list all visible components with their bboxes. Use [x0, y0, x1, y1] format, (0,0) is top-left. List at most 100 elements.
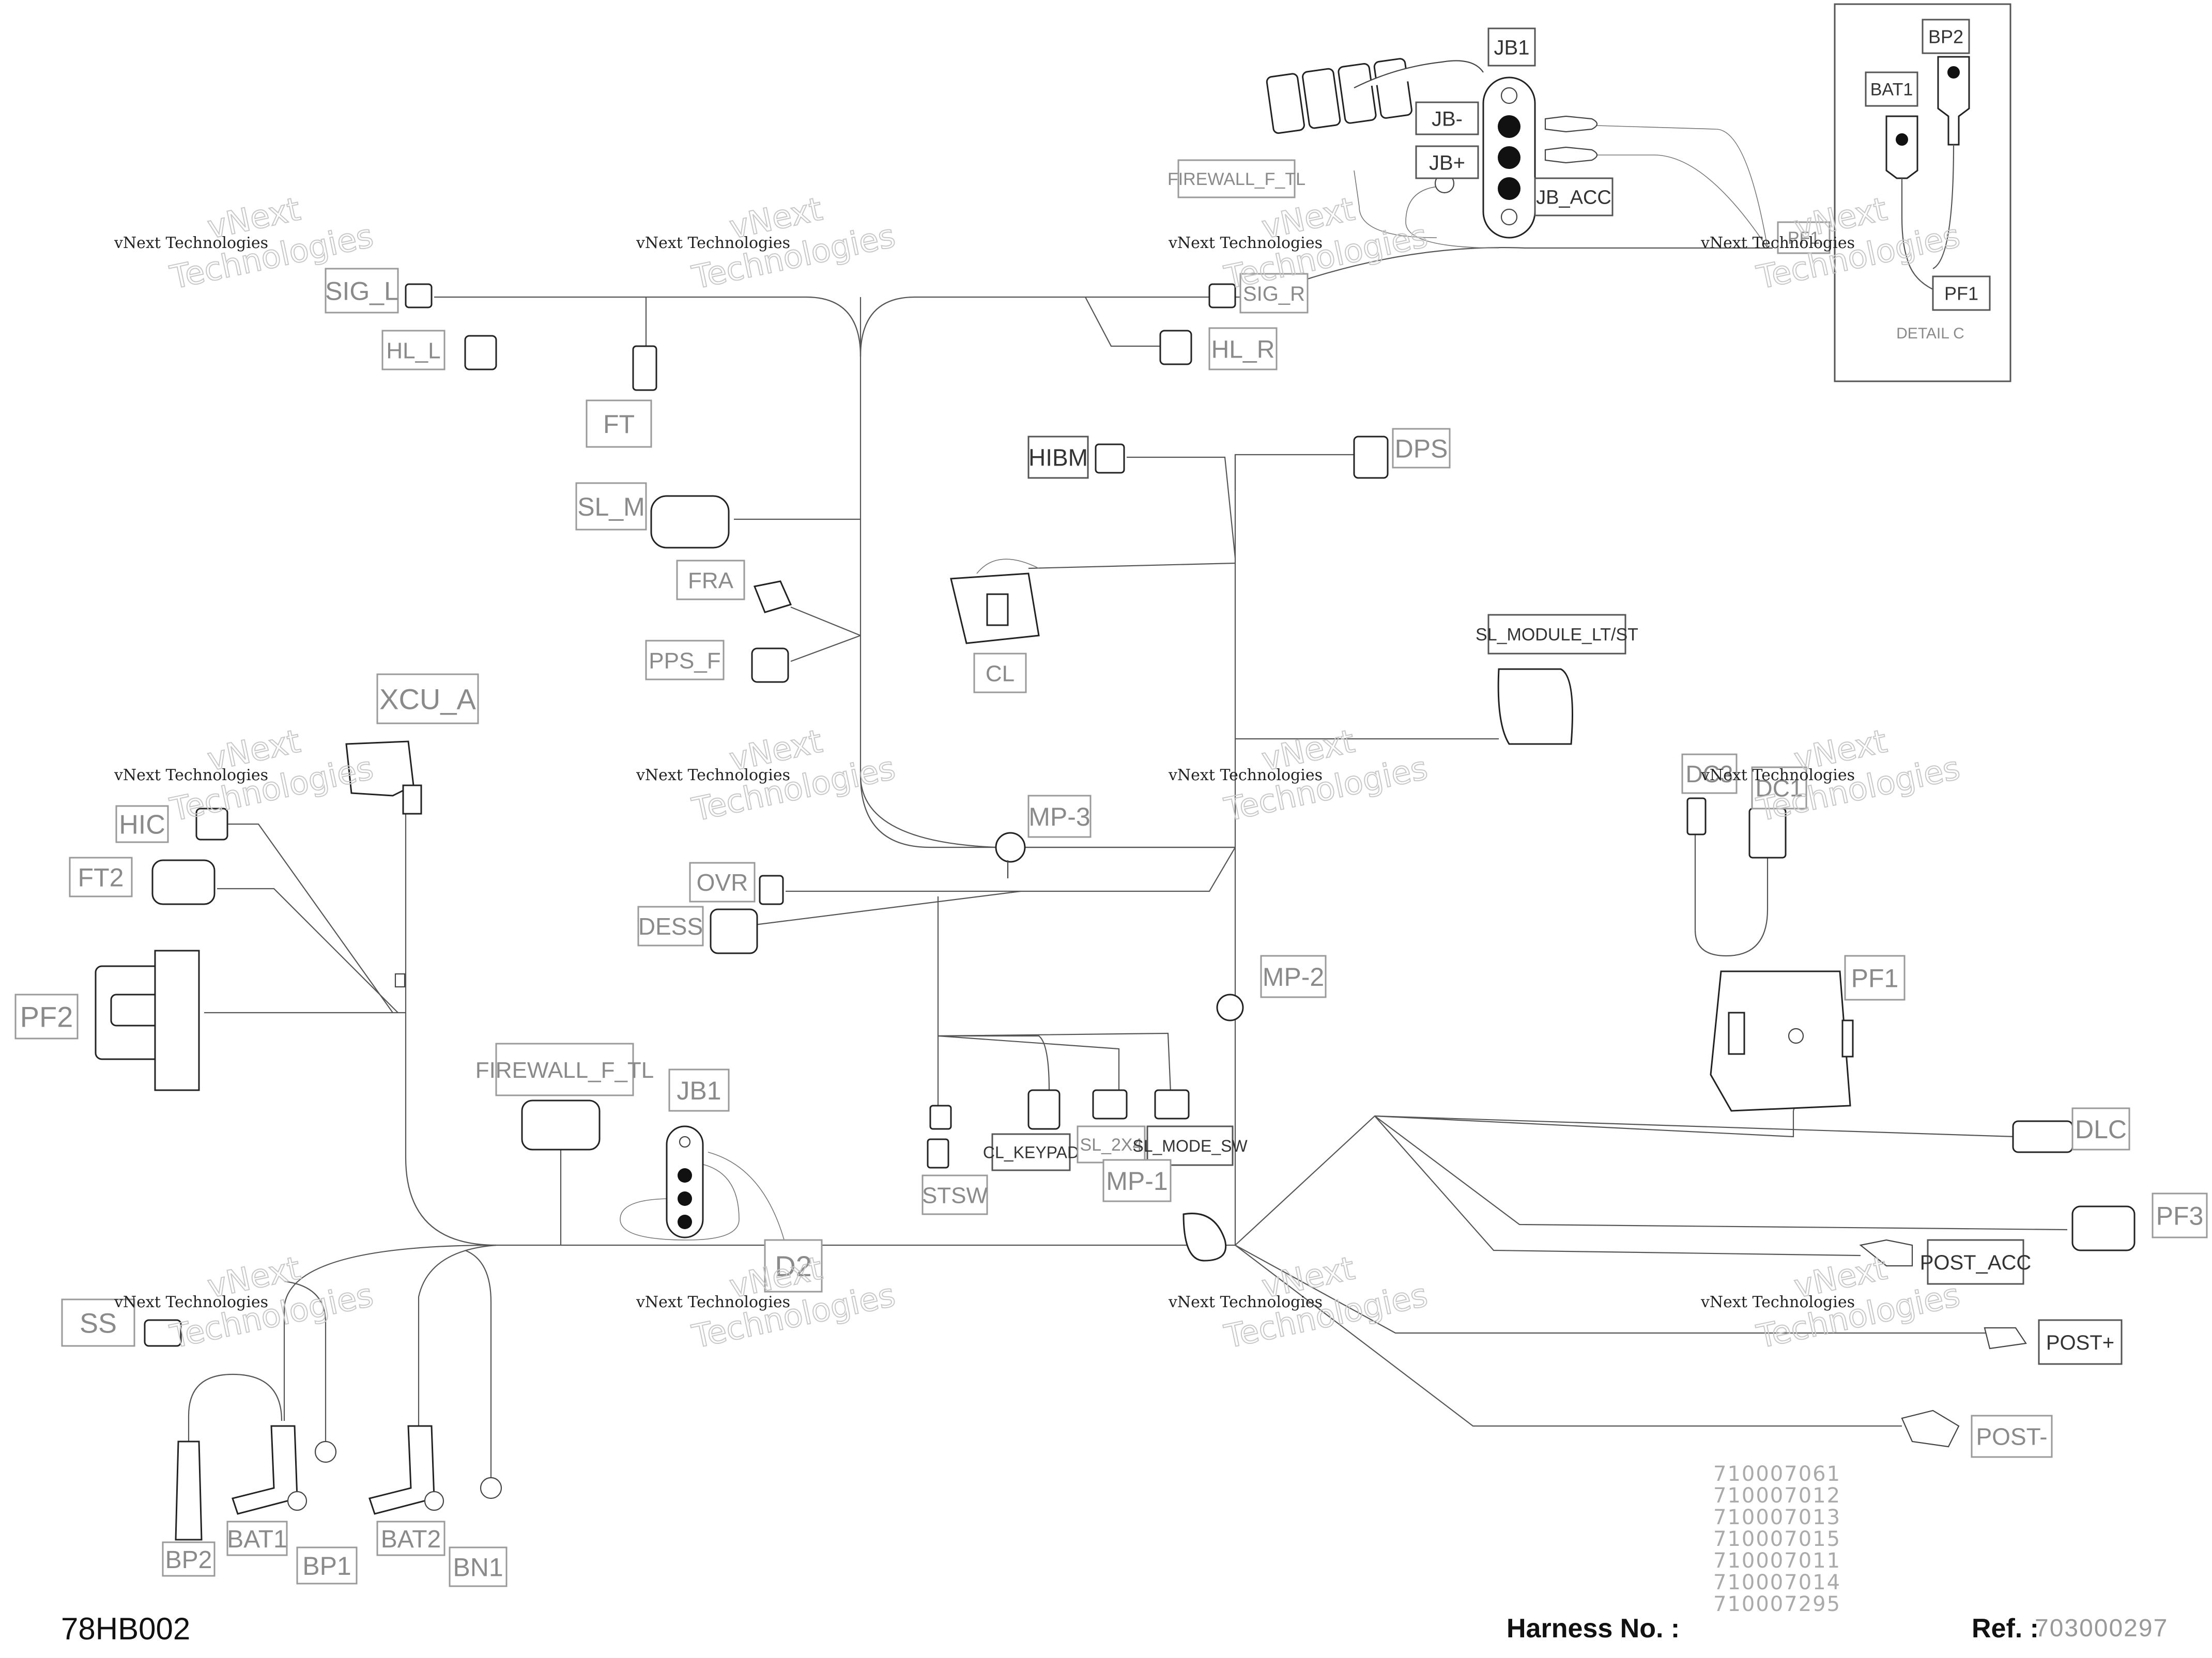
- label-cl: CL: [973, 653, 1027, 693]
- label-text: BP1: [302, 1552, 351, 1580]
- label-text: BAT1: [227, 1526, 287, 1553]
- label-text: SL_2X4: [1080, 1135, 1143, 1155]
- label-text: SL_MODULE_LT/ST: [1476, 625, 1638, 645]
- label-d2: D2: [764, 1239, 823, 1293]
- label-text: MP-2: [1263, 963, 1324, 991]
- harness-number: 710007014: [1713, 1571, 1841, 1594]
- connectors: [95, 283, 2136, 1541]
- harness-wires: [188, 123, 2068, 1478]
- label-jb-minus: JB-: [1415, 101, 1479, 135]
- label-jb1-bottom: JB1: [668, 1068, 730, 1112]
- label-text: CL: [986, 661, 1015, 686]
- label-text: FIREWALL_F_TL: [1168, 169, 1305, 189]
- label-mp2: MP-2: [1260, 955, 1327, 998]
- label-post-minus: POST-: [1971, 1415, 2053, 1458]
- label-ft2: FT2: [69, 857, 133, 897]
- label-text: OVR: [697, 869, 748, 896]
- label-text: FT2: [78, 863, 124, 892]
- label-text: CL_KEYPAD: [983, 1143, 1079, 1162]
- label-text: SIG_L: [325, 277, 398, 306]
- label-hic: HIC: [115, 805, 169, 843]
- label-bp1: BP1: [296, 1546, 358, 1585]
- label-bat1-detail: BAT1: [1865, 71, 1918, 107]
- harness-number: 710007295: [1713, 1592, 1841, 1616]
- detail-caption: DETAIL C: [1896, 325, 1964, 342]
- label-text: DLC: [2075, 1115, 2127, 1144]
- svg-text:vNext Technologies: vNext Technologies: [1700, 234, 1855, 252]
- harness-number: 710007012: [1713, 1484, 1841, 1508]
- label-jb1-top: JB1: [1487, 27, 1536, 67]
- label-text: PF1: [1944, 283, 1978, 304]
- label-mp3: MP-3: [1027, 795, 1092, 838]
- label-text: D2: [775, 1250, 812, 1282]
- labels: JB1JB-JB+JB_ACCFIREWALL_F_TLBP2BAT1PF1PF…: [14, 19, 2208, 1587]
- label-hl-l: HL_L: [381, 330, 446, 370]
- label-jb-acc: JB_ACC: [1534, 177, 1614, 216]
- label-text: HIC: [119, 810, 165, 840]
- svg-text:vNext Technologies: vNext Technologies: [1700, 766, 1855, 784]
- svg-text:vNext Technologies: vNext Technologies: [1168, 234, 1323, 252]
- label-jb-plus: JB+: [1415, 145, 1479, 179]
- label-firewall-top: FIREWALL_F_TL: [1168, 159, 1305, 198]
- label-text: BAT2: [381, 1526, 441, 1553]
- label-text: DPS: [1395, 435, 1448, 463]
- svg-text:vNext Technologies: vNext Technologies: [114, 1293, 268, 1311]
- label-text: JB1: [1494, 36, 1530, 59]
- top-run: [434, 296, 862, 357]
- harness-number: 710007013: [1713, 1506, 1841, 1529]
- harness-number: 710007011: [1713, 1549, 1841, 1573]
- label-text: PF3: [2156, 1202, 2204, 1231]
- label-text: JB1: [677, 1076, 721, 1105]
- label-text: SIG_R: [1243, 283, 1305, 305]
- label-sl-mode-sw: SL_MODE_SW: [1132, 1125, 1248, 1166]
- svg-text:vNext Technologies: vNext Technologies: [636, 766, 790, 784]
- diagram-code: 78HB002: [61, 1611, 191, 1646]
- label-sl-module: SL_MODULE_LT/ST: [1476, 614, 1638, 655]
- label-text: HIBM: [1028, 444, 1088, 471]
- label-xcu-a: XCU_A: [376, 673, 479, 724]
- svg-text:vNext Technologies: vNext Technologies: [636, 1293, 790, 1311]
- label-ss: SS: [61, 1298, 135, 1347]
- main-trunk-left: [859, 297, 1235, 848]
- label-bp2: BP2: [162, 1541, 216, 1577]
- label-text: PF1: [1851, 964, 1899, 993]
- label-bat1: BAT1: [226, 1521, 288, 1556]
- detail-c: DETAIL C: [1834, 3, 2011, 382]
- label-text: JB+: [1429, 151, 1465, 174]
- label-stsw: STSW: [921, 1174, 988, 1215]
- label-fra: FRA: [676, 560, 745, 600]
- label-text: POST-: [1976, 1423, 2047, 1450]
- label-pps-f: PPS_F: [645, 640, 725, 680]
- label-text: HL_L: [386, 338, 440, 363]
- ref-number: 703000297: [2035, 1615, 2169, 1642]
- label-dps: DPS: [1392, 428, 1451, 469]
- label-text: BP2: [165, 1546, 212, 1574]
- label-text: DC1: [1755, 775, 1803, 802]
- label-bn1: BN1: [449, 1546, 508, 1587]
- label-text: JB-: [1432, 107, 1463, 130]
- label-hibm: HIBM: [1027, 436, 1089, 479]
- label-text: FIREWALL_F_TL: [475, 1058, 654, 1083]
- label-text: SL_M: [577, 492, 645, 521]
- label-text: SS: [80, 1308, 117, 1339]
- label-post-acc: POST_ACC: [1920, 1239, 2031, 1285]
- label-mp1: MP-1: [1102, 1159, 1172, 1202]
- label-text: DC3: [1685, 761, 1733, 787]
- label-pf1-tag: PF1: [1777, 221, 1831, 254]
- label-ovr: OVR: [689, 862, 756, 903]
- label-sl-2x4: SL_2X4: [1077, 1125, 1146, 1164]
- svg-text:vNext Technologies: vNext Technologies: [1168, 766, 1323, 784]
- label-text: BAT1: [1870, 80, 1913, 100]
- label-text: BN1: [453, 1553, 503, 1582]
- label-text: POST+: [2046, 1331, 2114, 1354]
- label-ft: FT: [586, 399, 652, 448]
- label-text: SL_MODE_SW: [1132, 1137, 1248, 1155]
- label-text: HL_R: [1211, 336, 1275, 363]
- label-bp2-detail: BP2: [1922, 19, 1970, 54]
